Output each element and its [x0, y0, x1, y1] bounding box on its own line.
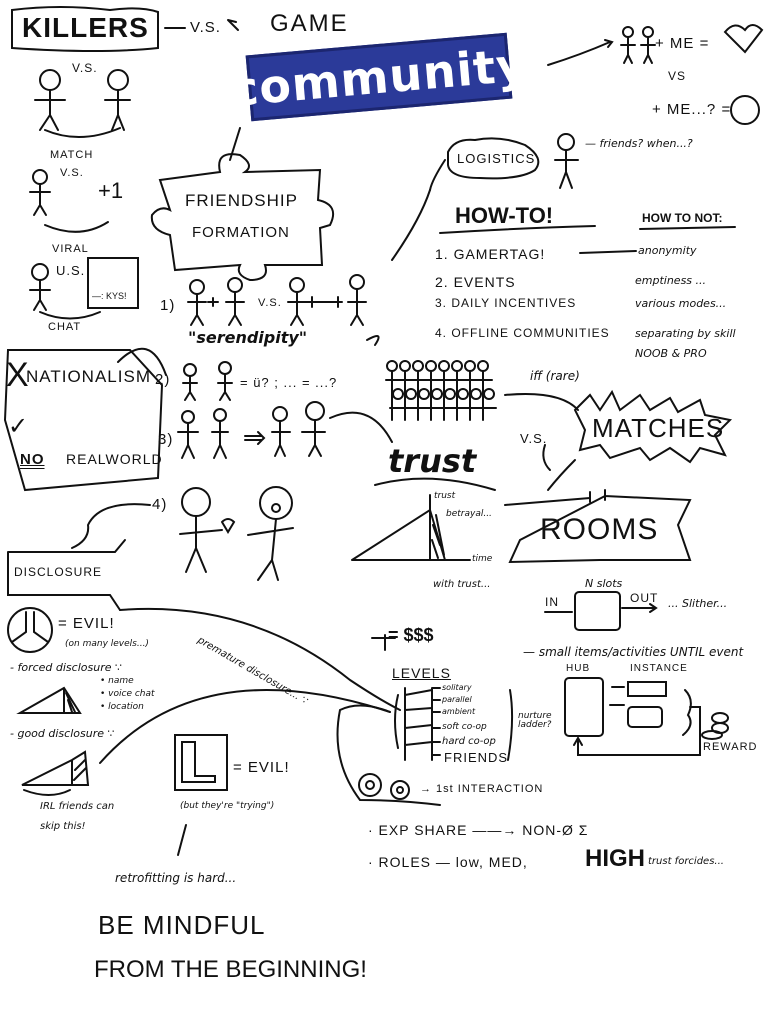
- step-2-label: 2): [155, 371, 171, 388]
- bullet-voice-chat: • voice chat: [100, 689, 155, 699]
- serendipity-label: "serendipity": [188, 328, 308, 347]
- retrofitting-note: retrofitting is hard...: [115, 871, 237, 885]
- ladder-rung-soft-coop: soft co-op: [442, 722, 487, 732]
- ladder-rung-friends: FRIENDS: [444, 750, 509, 765]
- ladder-rung-hard-coop: hard co-op: [442, 736, 496, 747]
- graph-time-label: time: [472, 554, 493, 564]
- howto-item-1: 1. GAMERTAG!: [435, 246, 546, 262]
- trust-forcides-note: trust forcides...: [648, 856, 724, 867]
- hownot-item-3: various modes...: [635, 297, 727, 310]
- but-trying-note: (but they're "trying"): [180, 801, 275, 811]
- with-trust-note: with trust...: [433, 579, 491, 590]
- rooms-title: ROOMS: [540, 513, 659, 546]
- on-many-levels-note: (on many levels...): [65, 639, 149, 649]
- howto-item-2: 2. EVENTS: [435, 274, 516, 290]
- footer-line-2: FROM THE BEGINNING!: [94, 956, 367, 983]
- vs-chat: U.S.: [56, 263, 86, 278]
- check-mark: ✓: [8, 413, 29, 440]
- irl-friends-note-2: skip this!: [40, 821, 86, 832]
- match-label: MATCH: [50, 149, 94, 161]
- vs-label: V.S.: [190, 19, 221, 36]
- graph-betrayal-label: betrayal...: [446, 509, 492, 519]
- ladder-rung-parallel: parallel: [442, 695, 472, 704]
- friendship-title-1: FRIENDSHIP: [185, 191, 298, 210]
- step-1-vs: V.S.: [258, 297, 282, 309]
- first-interaction-label: → 1st INTERACTION: [420, 783, 544, 795]
- exp-share-label: · EXP SHARE ——→ NON-Ø Σ: [368, 822, 589, 838]
- realworld-label: REALWORLD: [66, 451, 163, 467]
- irl-friends-note-1: IRL friends can: [40, 801, 115, 812]
- nationalism-title: NATIONALISM: [26, 367, 151, 386]
- evil-label-2: = EVIL!: [233, 759, 290, 776]
- bullet-name: • name: [100, 676, 134, 686]
- ladder-rung-solitary: solitary: [442, 683, 472, 692]
- bullet-voice-chat-text: voice chat: [108, 689, 155, 699]
- viral-label: VIRAL: [52, 243, 89, 255]
- plus-me-label: + ME =: [655, 35, 710, 52]
- in-label: IN: [545, 595, 559, 609]
- noob-pro-label: NOOB & PRO: [635, 347, 707, 360]
- good-disclosure-label: - good disclosure ∵: [10, 727, 115, 740]
- bullet-name-text: name: [108, 676, 134, 686]
- step-2-equation: = ü? ; ... = ...?: [240, 375, 338, 390]
- logistics-label: LOGISTICS: [457, 151, 536, 166]
- money-label: = $$$: [388, 625, 434, 645]
- levels-title: LEVELS: [392, 665, 451, 681]
- how-to-not-title: HOW TO NOT:: [642, 211, 723, 225]
- reward-label: REWARD: [703, 741, 758, 753]
- instance-label: INSTANCE: [630, 663, 688, 674]
- howto-item-3: 3. DAILY INCENTIVES: [435, 296, 577, 310]
- nurture-ladder-note: nurture ladder?: [518, 711, 552, 730]
- vs-match: V.S.: [60, 167, 84, 179]
- chat-kys-line: —: KYS!: [92, 291, 127, 301]
- game-label: GAME: [270, 10, 349, 37]
- how-to-title: HOW-TO!: [455, 203, 554, 228]
- iff-rare-note: iff (rare): [530, 369, 580, 383]
- hownot-item-1: anonymity: [638, 244, 697, 257]
- killers-label: KILLERS: [22, 12, 149, 43]
- chat-label: CHAT: [48, 321, 82, 333]
- step-4-label: 4): [152, 496, 168, 513]
- n-slots-label: N slots: [585, 577, 623, 590]
- no-label: NO: [20, 451, 45, 468]
- footer-line-1: BE MINDFUL: [98, 910, 266, 940]
- howto-item-4: 4. OFFLINE COMMUNITIES: [435, 326, 610, 340]
- plus-one-label: +1: [98, 178, 124, 203]
- friends-when-note: — friends? when...?: [585, 137, 693, 150]
- bullet-location-text: location: [108, 702, 144, 712]
- bullet-location: • location: [100, 702, 144, 712]
- disclosure-title: DISCLOSURE: [14, 565, 103, 579]
- friendship-title-2: FORMATION: [192, 224, 290, 241]
- hownot-item-2: emptiness ...: [635, 274, 707, 287]
- roles-label: · ROLES — low, MED,: [368, 854, 528, 870]
- graph-trust-label: trust: [434, 491, 456, 501]
- step-3-label: 3): [158, 431, 174, 448]
- out-label: OUT: [630, 591, 659, 605]
- vs-label-right: VS: [668, 69, 687, 83]
- roles-high-label: HIGH: [585, 845, 645, 872]
- matches-title: MATCHES: [592, 413, 725, 443]
- step-1-label: 1): [160, 297, 176, 314]
- nationalism-x-mark: X: [6, 356, 29, 394]
- vs-killers: V.S.: [72, 61, 98, 75]
- hub-label: HUB: [566, 663, 591, 674]
- ladder-rung-ambient: ambient: [442, 707, 476, 716]
- trust-title: trust: [388, 442, 477, 480]
- slither-note: ... Slither...: [668, 597, 728, 610]
- forced-disclosure-label: - forced disclosure ∵: [10, 661, 122, 674]
- hownot-item-4: separating by skill: [635, 327, 736, 340]
- plus-me-question-label: + ME...? =: [652, 101, 732, 118]
- matches-vs: V.S.: [520, 431, 548, 446]
- small-items-note: — small items/activities UNTIL event: [523, 645, 744, 659]
- evil-label-1: = EVIL!: [58, 615, 115, 632]
